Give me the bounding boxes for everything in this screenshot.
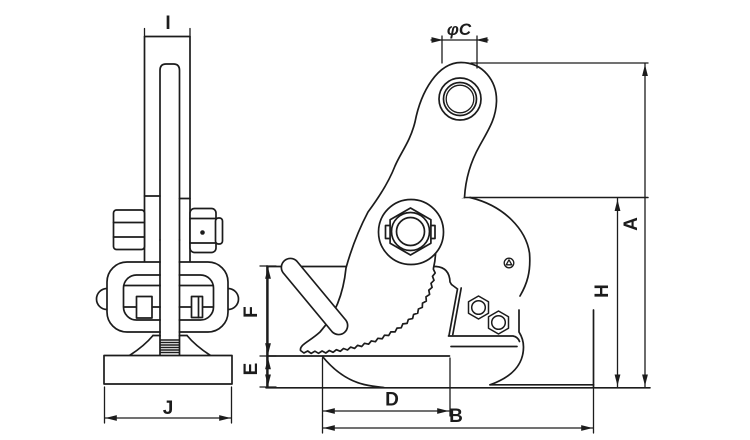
dim-label-f: F: [241, 306, 262, 318]
bail-outline: [143, 35, 191, 263]
dimension-arrows: [105, 37, 648, 431]
dim-d-lines: [321, 357, 451, 417]
dim-label-b: B: [449, 406, 463, 427]
body-arc: [469, 196, 531, 297]
base-block: [103, 354, 233, 385]
dimension-labels: I J φC A H F E D B: [163, 13, 642, 427]
threaded-stub: [159, 339, 180, 354]
dim-j-lines: [103, 386, 233, 424]
ring-left-block: [135, 295, 153, 319]
dim-label-j: J: [163, 398, 174, 419]
set-screw: [503, 257, 515, 269]
bell-flange: [128, 334, 212, 357]
side-view: [265, 61, 651, 389]
jaw-lip: [321, 355, 385, 389]
dim-label-c: φC: [447, 20, 472, 39]
dim-label-a: A: [621, 217, 642, 231]
center-column: [159, 239, 181, 337]
jaw-hex-nuts: [467, 295, 510, 335]
pivot-nut: [384, 207, 436, 256]
front-view: [95, 35, 240, 385]
eye-hole: [442, 81, 478, 117]
bail-joint-lines: [143, 195, 191, 200]
dim-i-ticks: [143, 27, 191, 38]
dimensions: [103, 27, 646, 434]
lever-handle: [280, 257, 349, 336]
dim-label-i: I: [165, 13, 170, 34]
pin-bolt-head: [112, 209, 146, 251]
eye-hole-outer: [438, 77, 482, 121]
ring-right-block: [190, 295, 204, 319]
serrated-cam: [299, 61, 498, 355]
dim-label-h: H: [592, 284, 613, 298]
eye-hole-rim: [445, 84, 475, 114]
dim-label-d: D: [385, 390, 399, 411]
fixed-jaw-block: [447, 283, 595, 389]
dim-label-e: E: [241, 363, 262, 376]
bail-slot: [159, 63, 181, 241]
pin-nut: [189, 207, 224, 254]
dim-fe-lines: [259, 265, 277, 388]
dim-b-lines: [321, 388, 595, 434]
